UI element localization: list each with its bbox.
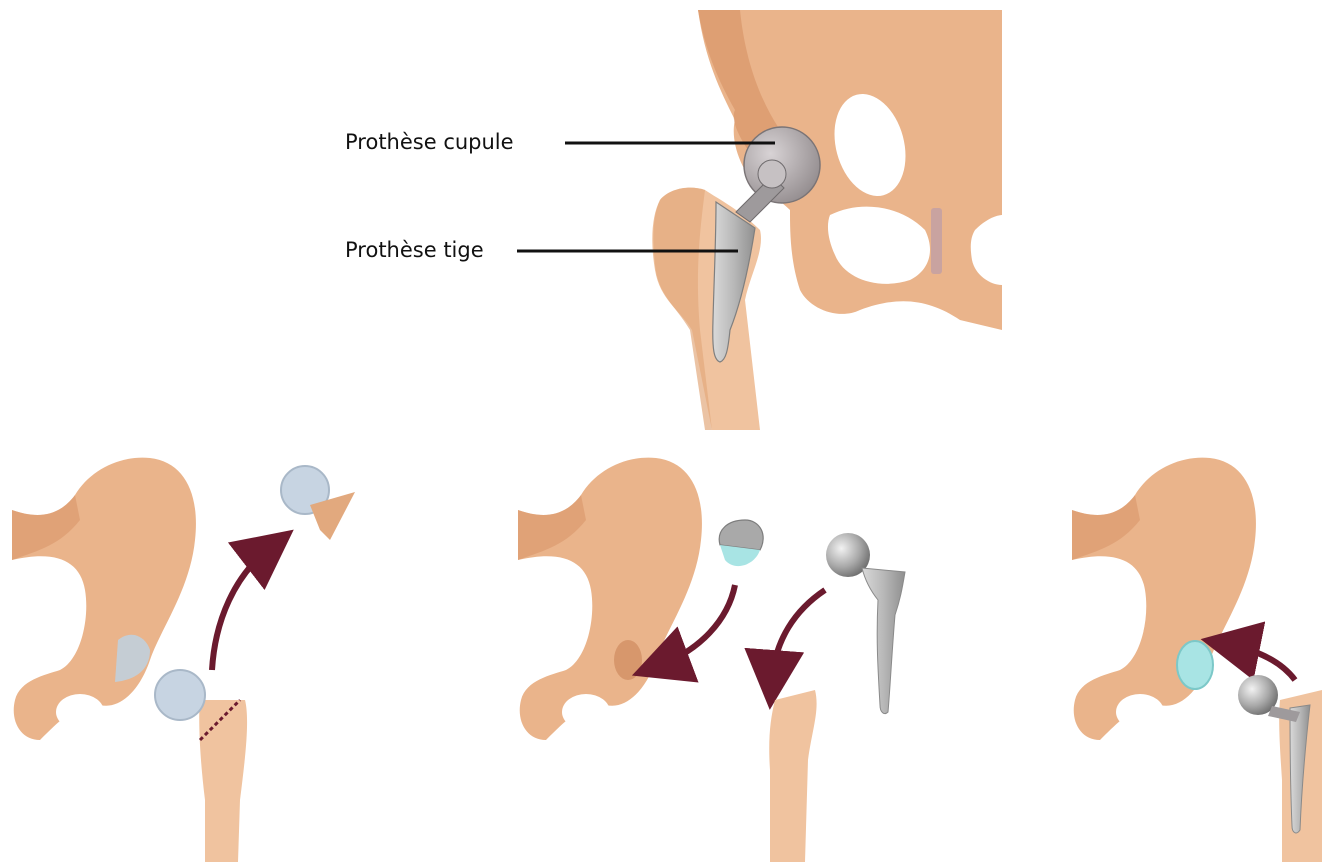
step-3-assembled — [1072, 458, 1322, 862]
cartilage-step1 — [115, 635, 150, 682]
prosthesis-head — [758, 160, 786, 188]
arrow-step3-icon — [1230, 645, 1295, 680]
stem-step2-icon — [862, 568, 905, 714]
pelvis-step3-hole — [1116, 694, 1164, 730]
femur-step2 — [769, 690, 816, 862]
arrow-step1-icon — [212, 548, 270, 670]
label-prothese-tige: Prothèse tige — [345, 238, 484, 262]
pubic-symphysis — [931, 208, 942, 274]
femur-step1 — [199, 700, 247, 862]
step-2-implant — [518, 458, 905, 862]
pelvis-step1-hole — [56, 694, 104, 730]
label-prothese-cupule: Prothèse cupule — [345, 130, 514, 154]
femoral-head-step1 — [155, 670, 205, 720]
step-1-removal — [12, 458, 355, 862]
pelvis-step2 — [518, 458, 702, 740]
main-hip-illustration — [517, 10, 1002, 430]
pelvis-step2-hole — [562, 694, 610, 730]
acetabulum-step2 — [614, 640, 642, 680]
pelvis-step3 — [1072, 458, 1256, 740]
cup-step2-icon — [719, 520, 763, 550]
cup-step3-icon — [1177, 641, 1213, 689]
arrow-step2b-icon — [772, 590, 825, 680]
